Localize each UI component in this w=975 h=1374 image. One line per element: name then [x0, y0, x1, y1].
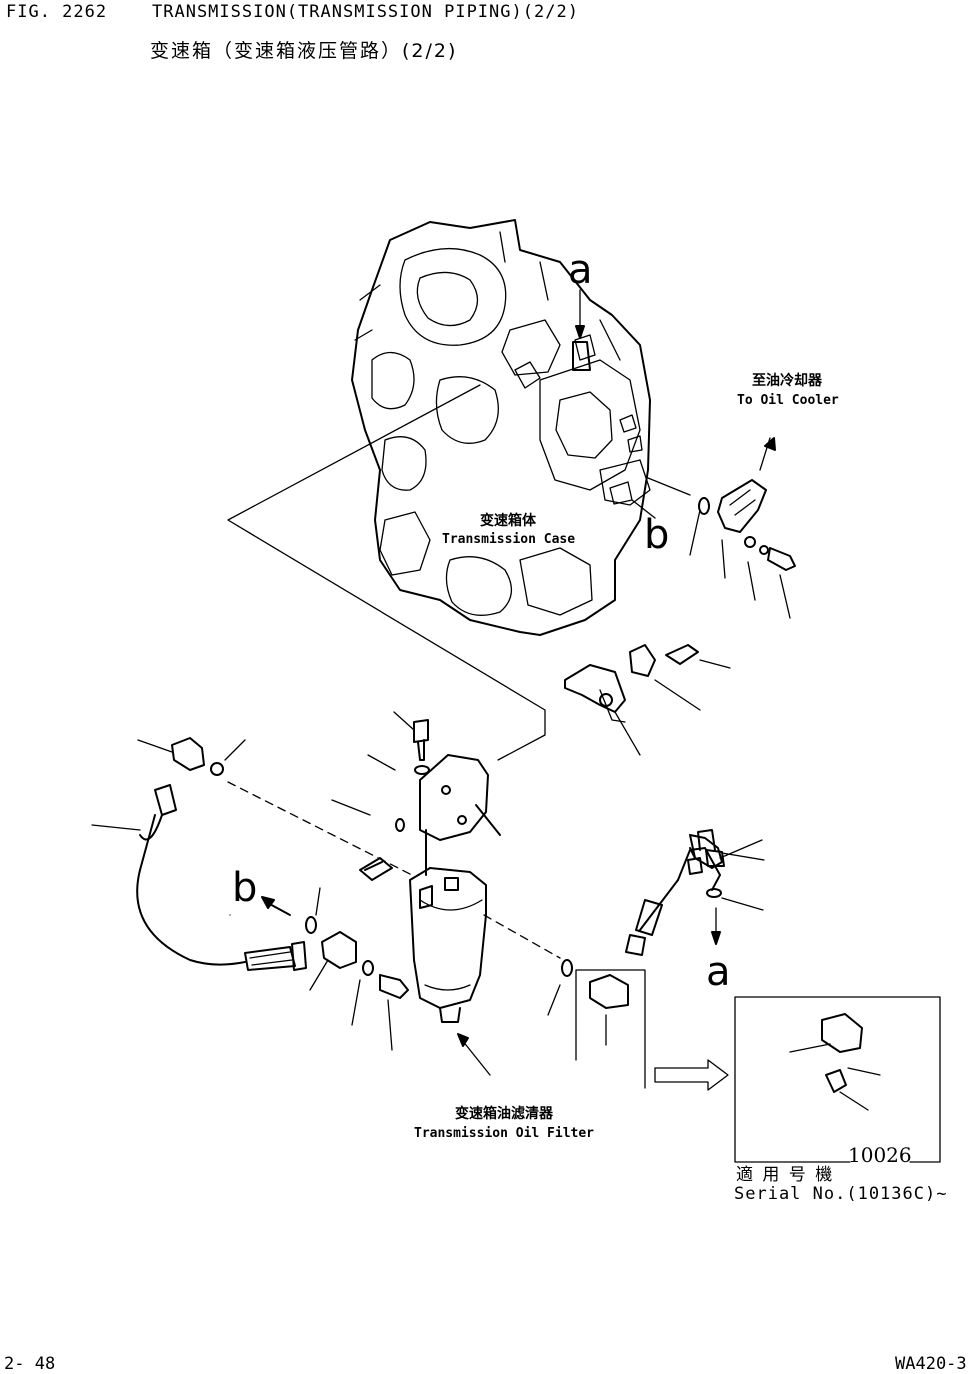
oil-cooler-label-cn: 至油冷却器: [752, 373, 822, 389]
model-number: WA420-3: [895, 1354, 967, 1374]
transmission-case-label-cn: 变速箱体: [480, 513, 536, 529]
serial-number-range: Serial No.(10136C)~: [734, 1184, 948, 1204]
oil-filter-drawing: [409, 754, 501, 1076]
marker-a-top-arrow: [572, 289, 591, 371]
elbow-fitting-group: [575, 969, 646, 1089]
transmission-case-drawing: [351, 219, 651, 636]
marker-b-right: b: [644, 512, 670, 558]
left-link-dashed: [227, 781, 413, 876]
oil-filter-label-en: Transmission Oil Filter: [414, 1126, 595, 1141]
applicable-serial-label-cn: 適 用 号 機: [736, 1165, 835, 1185]
page-number: 2- 48: [4, 1354, 56, 1374]
detail-box-drawing: [654, 996, 941, 1163]
filter-head-bolts: [331, 711, 430, 881]
detail-box-number: 10026: [848, 1143, 912, 1167]
right-hose-assembly: [547, 829, 765, 1016]
oil-cooler-fittings: [631, 437, 796, 619]
bracket-parts: [564, 644, 731, 756]
marker-a-bottom: a: [706, 949, 731, 995]
oil-cooler-label-en: To Oil Cooler: [737, 393, 839, 408]
left-hose-assembly: [91, 737, 409, 1051]
transmission-case-label-en: Transmission Case: [442, 532, 576, 547]
figure-title-chinese: 变速箱（变速箱液压管路）(2/2): [150, 40, 458, 62]
figure-number: FIG. 2262: [6, 2, 108, 22]
case-outline-leader: [227, 384, 546, 761]
marker-a-top: a: [568, 247, 593, 293]
figure-title-english: TRANSMISSION(TRANSMISSION PIPING)(2/2): [152, 2, 579, 22]
right-link-dashed: [483, 914, 561, 959]
marker-b-left: b: [232, 865, 258, 911]
oil-filter-label-cn: 变速箱油滤清器: [455, 1106, 553, 1122]
